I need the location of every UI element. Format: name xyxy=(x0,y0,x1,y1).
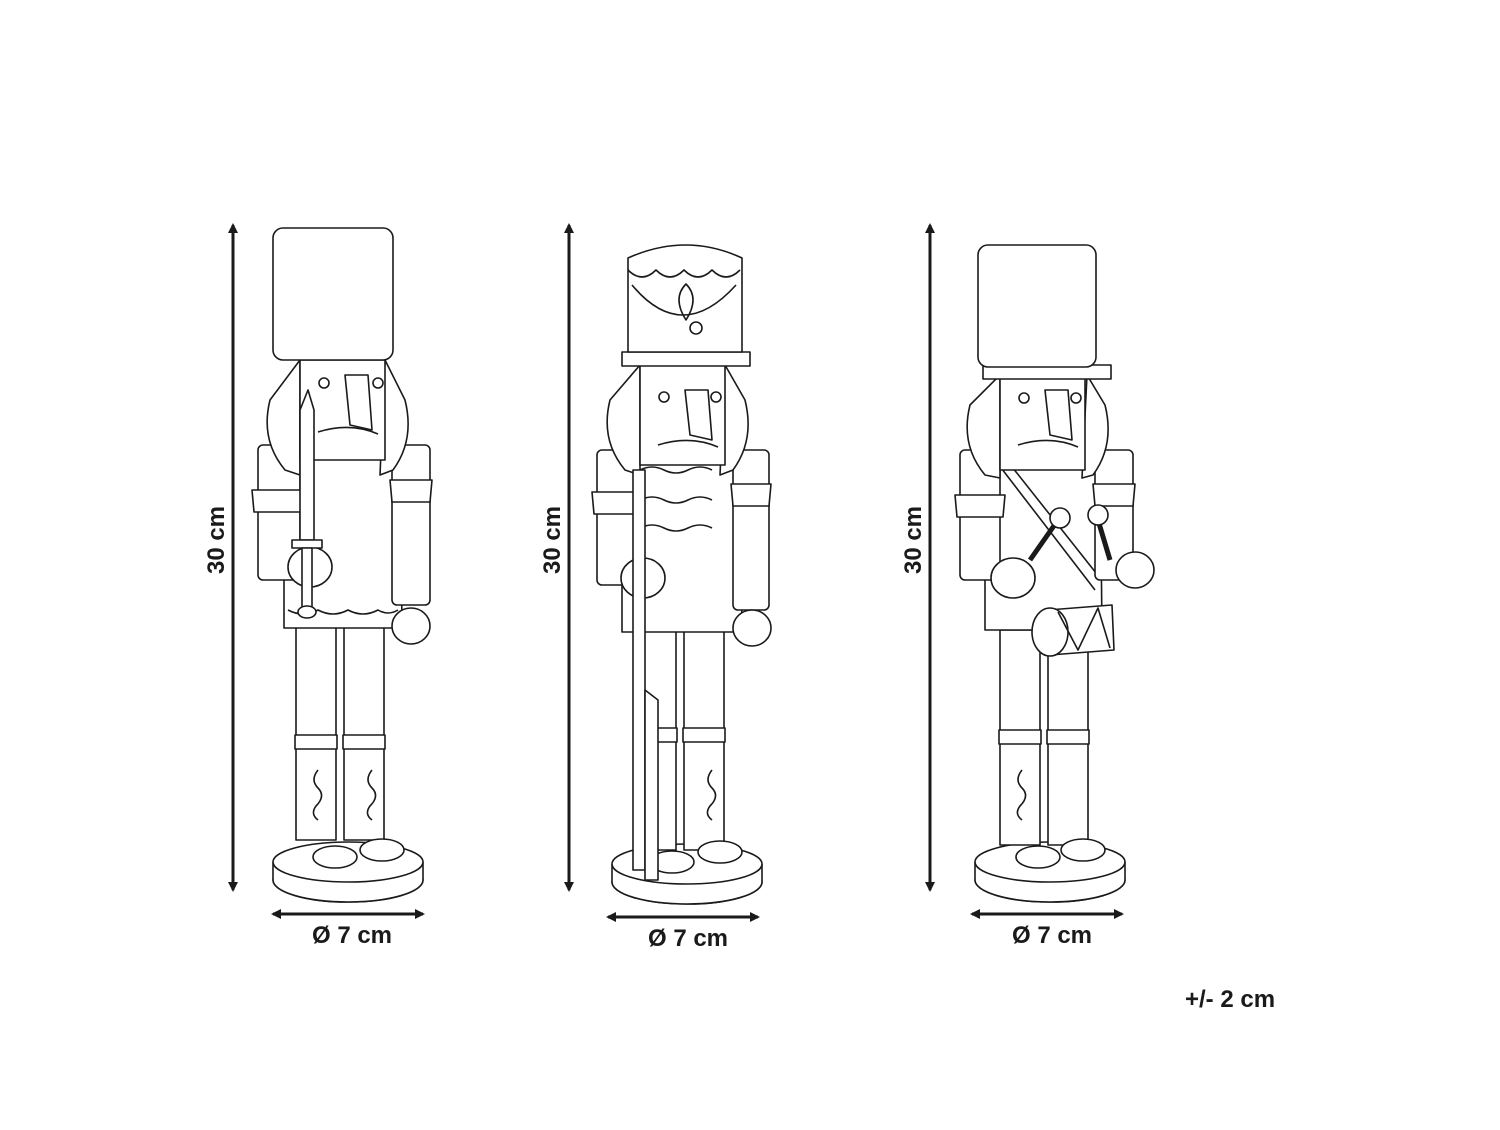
diameter-label-3: Ø 7 cm xyxy=(1011,922,1093,949)
diameter-label-2: Ø 7 cm xyxy=(647,925,729,952)
height-label-2: 30 cm xyxy=(539,505,566,575)
nutcracker-rifle-figure xyxy=(591,244,772,905)
nutcracker-drum-figure xyxy=(954,244,1155,903)
nutcracker-sword-figure xyxy=(251,227,433,903)
height-label-1: 30 cm xyxy=(203,505,230,575)
diameter-arrows xyxy=(271,909,1124,922)
height-label-3: 30 cm xyxy=(900,505,927,575)
height-arrows xyxy=(228,223,935,892)
diameter-label-1: Ø 7 cm xyxy=(311,922,393,949)
tolerance-label: +/- 2 cm xyxy=(1185,986,1276,1013)
